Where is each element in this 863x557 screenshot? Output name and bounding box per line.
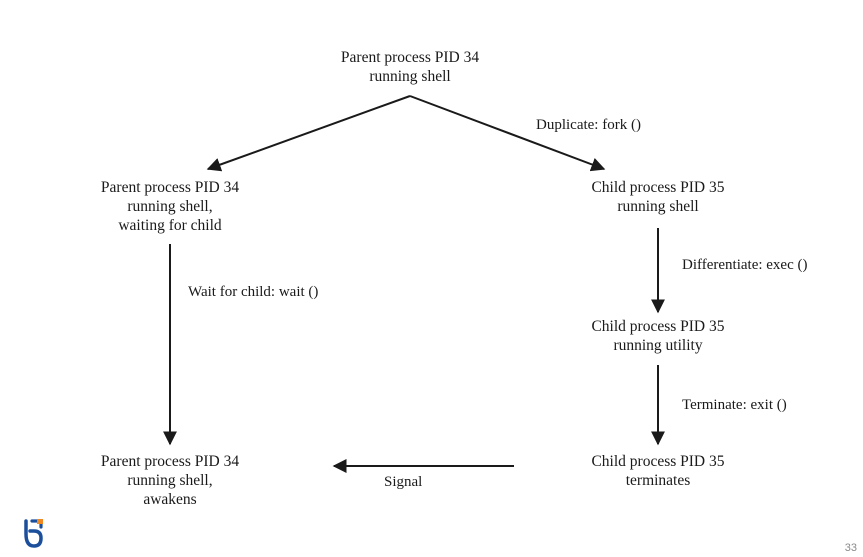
edge-label-wait: Wait for child: wait ()	[188, 284, 319, 300]
node-line: Parent process PID 34	[340, 49, 480, 66]
node-child-utility: Child process PID 35 running utility	[568, 317, 748, 355]
node-child-shell: Child process PID 35 running shell	[568, 178, 748, 216]
brand-logo-icon	[24, 519, 43, 548]
node-line: Parent process PID 34	[100, 453, 240, 470]
node-child-terminates: Child process PID 35 terminates	[568, 452, 748, 490]
node-line: Child process PID 35	[591, 453, 725, 470]
node-line: running shell,	[127, 198, 213, 215]
edge-label-signal: Signal	[384, 474, 423, 490]
node-line: Child process PID 35	[591, 179, 725, 196]
fork-arrow-left	[206, 95, 411, 172]
node-line: terminates	[625, 472, 691, 489]
node-parent-awakens: Parent process PID 34 running shell, awa…	[78, 452, 262, 509]
edge-label-exec: Differentiate: exec ()	[682, 257, 808, 273]
page-number: 33	[844, 542, 857, 554]
node-line: waiting for child	[118, 217, 222, 234]
node-line: awakens	[143, 491, 197, 508]
node-line: Child process PID 35	[591, 318, 725, 335]
node-parent-waiting: Parent process PID 34 running shell, wai…	[78, 178, 262, 235]
fork-arrow-right	[409, 95, 606, 172]
node-line: running shell,	[127, 472, 213, 489]
node-line: running utility	[613, 337, 703, 354]
node-line: running shell	[369, 68, 451, 85]
edge-label-fork: Duplicate: fork ()	[536, 117, 641, 133]
node-line: running shell	[617, 198, 699, 215]
node-line: Parent process PID 34	[100, 179, 240, 196]
edge-label-exit: Terminate: exit ()	[682, 397, 787, 413]
node-parent-top: Parent process PID 34 running shell	[318, 48, 502, 86]
